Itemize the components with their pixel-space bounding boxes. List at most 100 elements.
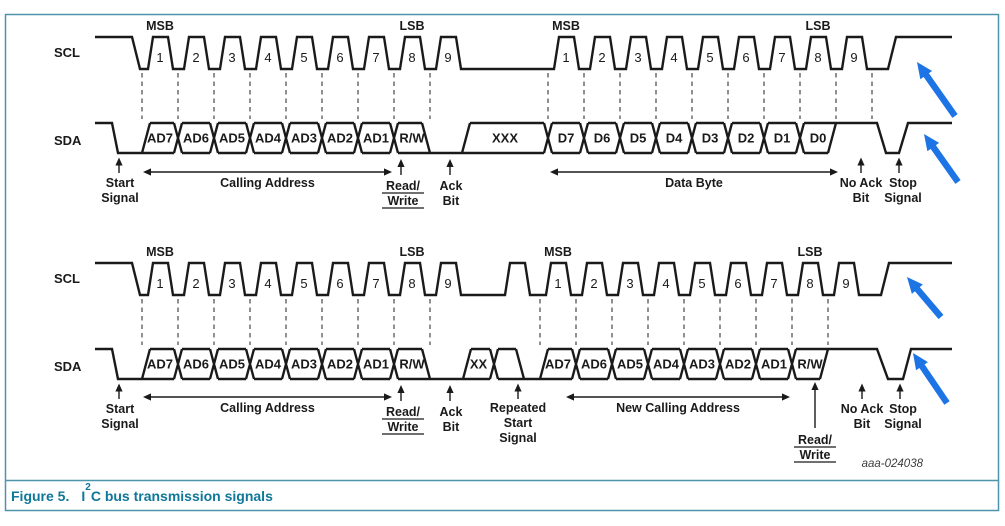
bit-label: AD2 — [327, 357, 353, 372]
annotation-label: Signal — [884, 417, 922, 431]
bit-label: AD3 — [291, 357, 317, 372]
annotation-label: Read/ — [798, 433, 833, 447]
annotation-arrowhead — [446, 159, 454, 167]
pointer-arrow-blue — [917, 62, 958, 118]
span-arrowhead-right — [384, 168, 392, 176]
span-arrowhead-left — [550, 168, 558, 176]
clock-number: 5 — [300, 276, 307, 291]
pointer-arrow-blue — [913, 353, 950, 405]
annotation-arrowhead — [896, 383, 904, 392]
bit-label: AD2 — [327, 131, 353, 146]
annotation-label: Read/ — [386, 405, 421, 419]
clock-number: 8 — [408, 50, 415, 65]
annotation-label: Ack — [440, 179, 463, 193]
annotation-label: Signal — [884, 191, 922, 205]
figure-frame — [4, 13, 1000, 512]
scl-signal-label: SCL — [54, 271, 80, 286]
pointer-arrowhead — [907, 277, 923, 294]
clock-number: 7 — [770, 276, 777, 291]
bit-label: XX — [470, 357, 488, 372]
bit-label: AD1 — [761, 357, 787, 372]
sda-signal-label: SDA — [54, 133, 82, 148]
clock-number: 4 — [670, 50, 677, 65]
superscript-2: 2 — [85, 482, 91, 493]
annotation-label: Stop — [889, 176, 917, 190]
scl-signal-label: SCL — [54, 45, 80, 60]
pointer-arrowhead — [924, 134, 940, 152]
bit-label: D1 — [774, 131, 791, 146]
pointer-arrow-tail — [928, 142, 961, 184]
bit-label: D7 — [558, 131, 575, 146]
lsb-label: LSB — [400, 19, 425, 33]
annotation-label: Signal — [101, 191, 139, 205]
span-arrowhead-left — [143, 393, 151, 401]
bit-label: D4 — [666, 131, 683, 146]
clock-number: 4 — [264, 50, 271, 65]
bit-label: R/W — [399, 131, 425, 146]
bit-label: D6 — [594, 131, 611, 146]
clock-number: 3 — [626, 276, 633, 291]
lsb-label: LSB — [400, 245, 425, 259]
scl-waveform — [95, 35, 952, 71]
annotation-label: Write — [387, 420, 418, 434]
bit-label: AD2 — [725, 357, 751, 372]
clock-number: 9 — [850, 50, 857, 65]
annotation-label: Bit — [854, 417, 872, 431]
clock-number: 5 — [300, 50, 307, 65]
annotation-label: Signal — [101, 417, 139, 431]
clock-number: 3 — [228, 50, 235, 65]
bit-label: XXX — [492, 131, 518, 146]
bit-label: AD5 — [617, 357, 643, 372]
clock-number: 2 — [598, 50, 605, 65]
clock-number: 3 — [634, 50, 641, 65]
bit-label: AD1 — [363, 357, 389, 372]
msb-label: MSB — [544, 245, 572, 259]
clock-number: 4 — [662, 276, 669, 291]
annotation-label: Bit — [443, 194, 461, 208]
pointer-arrow-tail — [921, 70, 958, 118]
bit-label: AD6 — [581, 357, 607, 372]
annotation-label: Data Byte — [665, 176, 723, 190]
annotation-label: Write — [799, 448, 830, 462]
annotation-label: Calling Address — [220, 401, 315, 415]
figure-title: I2C bus transmission signals — [81, 482, 273, 504]
annotation-label: Bit — [443, 420, 461, 434]
annotation-label: New Calling Address — [616, 401, 740, 415]
sda-waveform — [95, 347, 952, 381]
clock-number: 7 — [778, 50, 785, 65]
annotation-label: Bit — [853, 191, 871, 205]
bit-label: AD7 — [147, 131, 173, 146]
bit-label: D3 — [702, 131, 719, 146]
annotation-label: Start — [106, 402, 135, 416]
bit-label: D0 — [810, 131, 827, 146]
clock-alignment-dashes — [141, 73, 873, 119]
bit-label: AD6 — [183, 357, 209, 372]
sda-signal-label: SDA — [54, 359, 82, 374]
clock-number: 7 — [372, 276, 379, 291]
sda-waveform — [95, 121, 952, 155]
pointer-arrow-tail — [917, 361, 950, 405]
annotation-label: Start — [106, 176, 135, 190]
annotation-arrowhead — [115, 157, 123, 166]
scl-waveform — [95, 261, 952, 297]
clock-number: 6 — [742, 50, 749, 65]
annotation-arrowhead — [857, 157, 865, 166]
bit-label: AD5 — [219, 131, 245, 146]
annotation-arrowhead — [115, 383, 123, 392]
bit-label: AD4 — [255, 357, 282, 372]
annotation-label: Read/ — [386, 179, 421, 193]
clock-number: 9 — [444, 50, 451, 65]
clock-number: 9 — [444, 276, 451, 291]
annotation-label: Ack — [440, 405, 463, 419]
annotation-arrowhead — [397, 385, 405, 393]
clock-number: 8 — [814, 50, 821, 65]
clock-number: 1 — [156, 276, 163, 291]
annotation-label: No Ack — [840, 176, 883, 190]
bit-label: AD7 — [147, 357, 173, 372]
annotation-label: Calling Address — [220, 176, 315, 190]
bit-label: D2 — [738, 131, 755, 146]
bit-label: R/W — [399, 357, 425, 372]
